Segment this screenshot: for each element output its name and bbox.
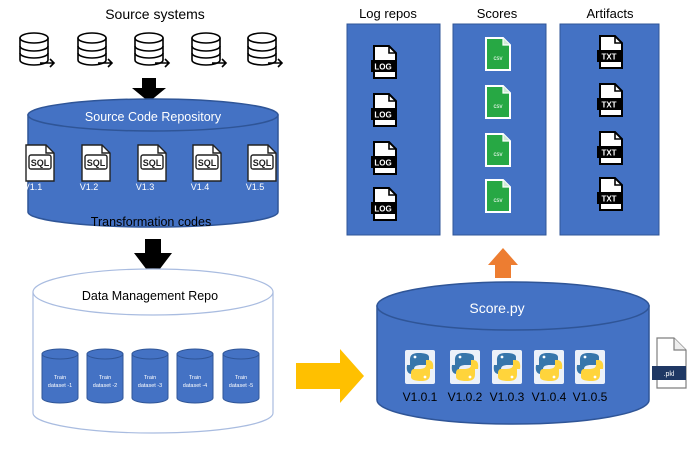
python-icon [405, 350, 435, 384]
dataset-label-line1: Train [189, 375, 201, 381]
txt-badge-label: TXT [601, 149, 616, 158]
txt-badge-label: TXT [601, 101, 616, 110]
source-repo-title: Source Code Repository [85, 110, 222, 124]
txt-file-icon: TXT [597, 177, 623, 211]
sql-file-icon: SQL V1.2 [80, 144, 111, 192]
dataset-label-line2: dataset -1 [48, 383, 72, 389]
pkl-file-icon: .pkl [652, 337, 687, 389]
txt-file-icon: TXT [597, 83, 623, 117]
score-repository: Score.py V1.0.1 V1.0.2 V1.0.3 V1.0.4 V1.0.5 [376, 281, 650, 425]
sql-file-icon: SQL V1.1 [24, 144, 55, 192]
csv-file-icon: csv [485, 179, 511, 213]
python-version-label: V1.0.4 [532, 390, 567, 404]
sql-badge-label: SQL [143, 158, 162, 168]
csv-file-icon: csv [485, 133, 511, 167]
dataset-label-line2: dataset -2 [93, 383, 117, 389]
dataset-label-line1: Train [54, 375, 66, 381]
arrow-down-icon [134, 239, 172, 278]
dataset-label-line2: dataset -3 [138, 383, 162, 389]
artifacts-title: Artifacts [587, 6, 634, 21]
txt-badge-label: TXT [601, 53, 616, 62]
dataset-cylinder: Train dataset -2 [86, 348, 124, 404]
csv-badge-label: csv [494, 152, 503, 158]
sql-badge-label: SQL [87, 158, 106, 168]
database-icon [247, 32, 284, 68]
scores-panel: Scores csv csv csv csv [452, 6, 547, 236]
database-icon [77, 32, 114, 68]
txt-file-icon: TXT [597, 131, 623, 165]
transformation-codes-label: Transformation codes [91, 215, 211, 229]
log-file-icon: LOG [371, 141, 397, 175]
csv-badge-label: csv [494, 56, 503, 62]
dataset-label-line1: Train [235, 375, 247, 381]
sql-file-icon: SQL V1.4 [191, 144, 222, 192]
dataset-cylinder: Train dataset -4 [176, 348, 214, 404]
sql-badge-label: SQL [253, 158, 272, 168]
flow-arrow-icon [296, 349, 364, 403]
python-icon [492, 350, 522, 384]
dataset-label-line1: Train [99, 375, 111, 381]
sql-badge-label: SQL [31, 158, 50, 168]
dataset-label-line1: Train [144, 375, 156, 381]
scores-title: Scores [477, 6, 518, 21]
log-file-icon: LOG [371, 45, 397, 79]
log-badge-label: LOG [374, 111, 391, 120]
data-repo-title: Data Management Repo [82, 289, 218, 303]
arrow-down-icon [132, 78, 166, 102]
txt-badge-label: TXT [601, 195, 616, 204]
sql-version-label: V1.4 [191, 182, 210, 192]
log-badge-label: LOG [374, 159, 391, 168]
sql-file-icon: SQL V1.3 [136, 144, 167, 192]
dataset-cylinder: Train dataset -3 [131, 348, 169, 404]
python-icon [534, 350, 564, 384]
sql-file-icon: SQL V1.5 [246, 144, 277, 192]
csv-badge-label: csv [494, 198, 503, 204]
arrow-up-icon [488, 248, 518, 278]
python-icon [575, 350, 605, 384]
source-systems-label: Source systems [105, 6, 205, 22]
database-icon [19, 32, 56, 68]
log-file-icon: LOG [371, 93, 397, 127]
txt-file-icon: TXT [597, 35, 623, 69]
log-repos-title: Log repos [359, 6, 417, 21]
python-version-label: V1.0.2 [448, 390, 483, 404]
log-repos-panel: Log repos LOG LOG LOG LOG [346, 6, 441, 236]
dataset-label-line2: dataset -5 [229, 383, 253, 389]
csv-badge-label: csv [494, 104, 503, 110]
dataset-label-line2: dataset -4 [183, 383, 207, 389]
source-db-icons [19, 32, 284, 68]
python-version-label: V1.0.1 [403, 390, 438, 404]
python-version-label: V1.0.3 [490, 390, 525, 404]
sql-version-label: V1.1 [24, 182, 43, 192]
csv-file-icon: csv [485, 37, 511, 71]
csv-file-icon: csv [485, 85, 511, 119]
log-badge-label: LOG [374, 205, 391, 214]
sql-version-label: V1.2 [80, 182, 99, 192]
sql-version-label: V1.5 [246, 182, 265, 192]
log-badge-label: LOG [374, 63, 391, 72]
sql-badge-label: SQL [198, 158, 217, 168]
source-code-repository: Source Code Repository Transformation co… [24, 98, 279, 229]
python-version-label: V1.0.5 [573, 390, 608, 404]
dataset-cylinder: Train dataset -5 [222, 348, 260, 404]
log-file-icon: LOG [371, 187, 397, 221]
database-icon [191, 32, 228, 68]
sql-version-label: V1.3 [136, 182, 155, 192]
artifacts-panel: Artifacts TXT TXT TXT TXT [559, 6, 660, 236]
score-repo-title: Score.py [469, 300, 524, 316]
dataset-cylinder: Train dataset -1 [41, 348, 79, 404]
pkl-file-label: .pkl [664, 371, 675, 378]
database-icon [134, 32, 171, 68]
python-icon [450, 350, 480, 384]
